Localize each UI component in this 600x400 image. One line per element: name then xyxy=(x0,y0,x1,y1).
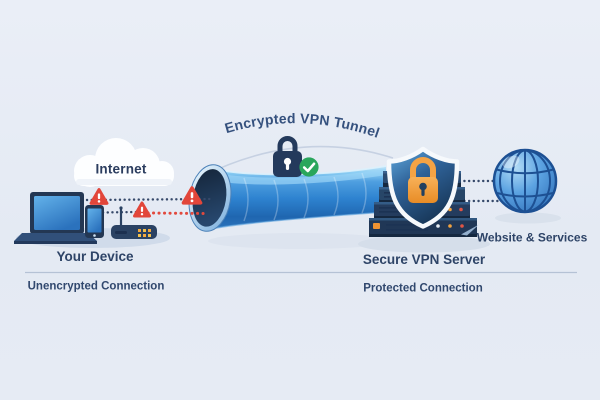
tunnel-label: Encrypted VPN Tunnel xyxy=(223,110,382,141)
tunnel-segments xyxy=(243,172,367,222)
website-services-label: Website & Services xyxy=(477,231,588,245)
your-device-label: Your Device xyxy=(56,249,134,264)
server-shadow xyxy=(358,235,490,253)
padlock-icon xyxy=(273,136,302,177)
smartphone-icon xyxy=(85,205,104,238)
tunnel-shadow xyxy=(208,233,392,249)
internet-label: Internet xyxy=(95,162,146,177)
checkmark-badge-icon xyxy=(299,157,319,177)
router-icon xyxy=(111,206,157,239)
internet-cloud-icon xyxy=(74,138,174,187)
unencrypted-line-red xyxy=(146,211,208,215)
unencrypted-connection-label: Unencrypted Connection xyxy=(28,281,165,293)
globe-shadow xyxy=(495,212,561,224)
warning-triangle-icon xyxy=(181,186,203,205)
secure-vpn-server-label: Secure VPN Server xyxy=(363,252,486,267)
laptop-icon xyxy=(14,192,97,244)
warning-triangle-icon xyxy=(89,188,109,205)
globe-icon xyxy=(492,148,558,214)
arrow-swoosh-icon xyxy=(461,224,479,236)
warning-triangle-icon xyxy=(133,201,151,218)
shield-lock-icon xyxy=(386,146,460,229)
protected-connection-label: Protected Connection xyxy=(363,283,482,295)
unencrypted-line-bottom xyxy=(101,210,139,214)
